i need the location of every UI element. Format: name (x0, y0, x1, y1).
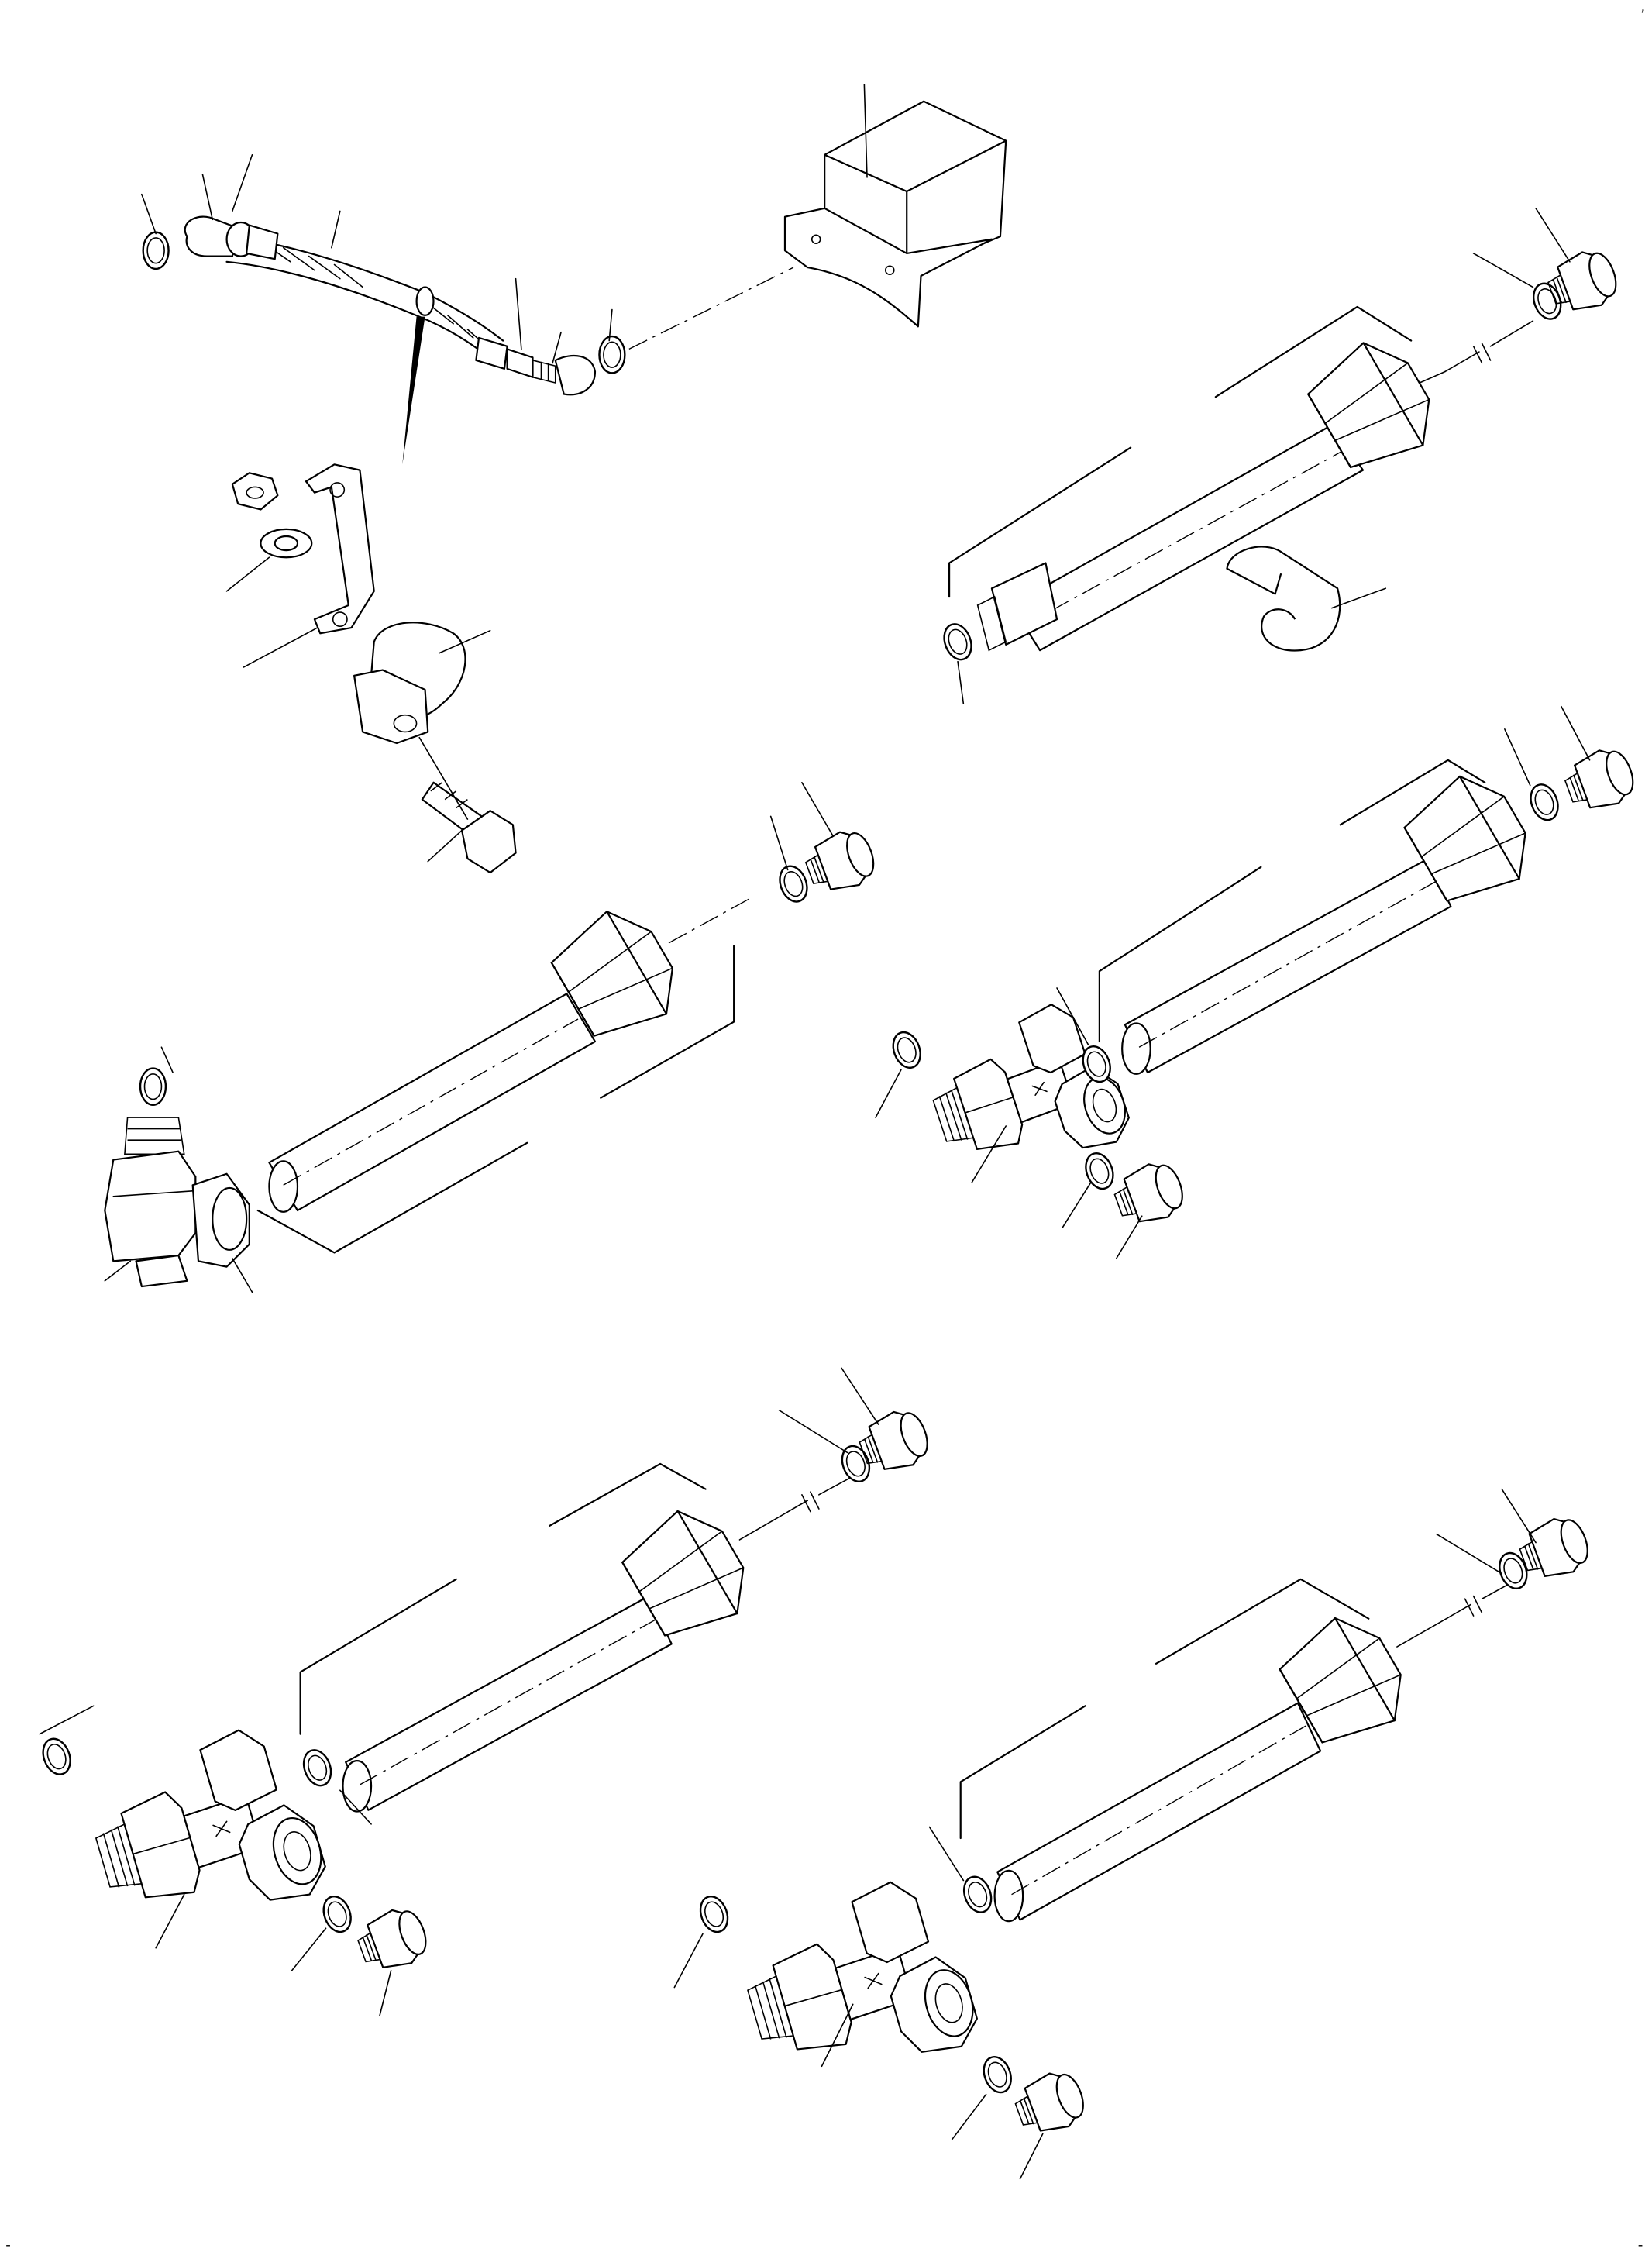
pipe-assembly-3 (876, 707, 1640, 1259)
pipe-assembly-2 (105, 783, 880, 1292)
page-mark-bottom-left: - (5, 2237, 11, 2252)
pipe-assembly-4 (39, 1368, 934, 2015)
page-mark-top-right: , (1640, 0, 1645, 15)
center-line (629, 267, 793, 349)
bracket-and-clamp (227, 464, 516, 873)
pipe-assembly-5 (674, 1489, 1595, 2179)
hose-assembly (142, 155, 625, 465)
box-bracket (785, 84, 1006, 326)
page-mark-bottom-right: - (1638, 2237, 1643, 2252)
pipe-assembly-1 (939, 208, 1623, 704)
